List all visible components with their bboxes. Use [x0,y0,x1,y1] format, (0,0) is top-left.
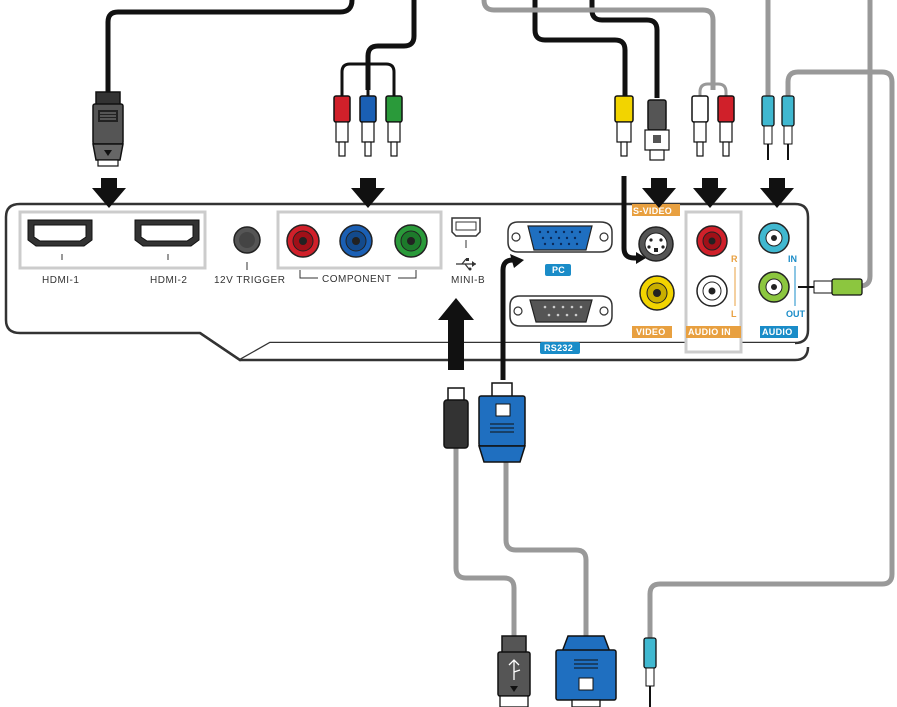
svideo-cable [589,0,660,98]
mini-b-label: MINI-B [451,275,485,286]
audio-label: AUDIO [762,327,793,337]
audio-in-short-label: IN [788,254,797,264]
component-blue-port[interactable] [339,224,373,258]
hdmi-1-port[interactable] [27,219,93,247]
video-port[interactable] [639,275,675,311]
component-label: COMPONENT [322,274,392,285]
audio-jack-icon [761,95,795,160]
component-green-port[interactable] [394,224,428,258]
component-red-port[interactable] [286,224,320,258]
svideo-plug-icon [644,99,670,161]
hdmi-cable [105,0,355,100]
vga-plug-icon [477,382,527,463]
svideo-label: S-VIDEO [633,206,672,216]
audio-in-jack[interactable] [758,222,790,254]
audio-in-cable [481,0,716,90]
usb-symbol-icon [456,258,476,271]
trigger-port[interactable] [233,226,261,254]
audio-in-l-port[interactable] [696,275,728,307]
svideo-tag [632,204,680,216]
green-audio-jack-icon [798,278,863,296]
component-cable [365,0,417,90]
audio-in-label: AUDIO IN [688,327,731,337]
audio-out-cable [647,69,895,638]
audio-in-tag [686,326,741,338]
video-label: VIDEO [636,327,666,337]
audio-tag [760,326,798,338]
mini-b-port[interactable] [451,217,481,237]
hdmi-2-port[interactable] [134,219,200,247]
hdmi-plug-icon [92,91,124,167]
audio-in-r-port[interactable] [696,225,728,257]
arrow-up-icon [438,298,474,370]
rs232-tag [540,342,580,354]
rs232-port[interactable] [509,295,613,327]
green-audio-cable [859,0,873,289]
vga-cable [503,462,589,636]
arrow-down-icon [92,178,794,208]
trigger-label: 12V TRIGGER [214,275,285,286]
pc-label: PC [552,265,565,275]
video-cable [600,0,622,98]
hdmi-2-label: HDMI-2 [150,275,187,286]
pc-tag [545,264,571,276]
rca-plug-icon [333,95,403,157]
audio-l-label: L [731,309,737,319]
video-plug-icon [614,95,634,157]
usb-cable [453,448,517,636]
audio-bottom-jack-icon [643,637,657,707]
usb-plug-icon [443,387,469,449]
video-tag [632,326,672,338]
pc-vga-port[interactable] [507,221,613,253]
usb-a-plug-icon [497,635,531,707]
hdmi-1-label: HDMI-1 [42,275,79,286]
video-connect-arrow [621,176,638,261]
audio-out-jack[interactable] [758,271,790,303]
audio-out-label: OUT [786,309,806,319]
audio-rca-plug-icon [691,95,735,157]
svideo-port[interactable] [638,226,674,262]
audio-r-label: R [731,254,738,264]
rs232-label: RS232 [544,343,573,353]
vga-bottom-plug-icon [555,635,617,707]
